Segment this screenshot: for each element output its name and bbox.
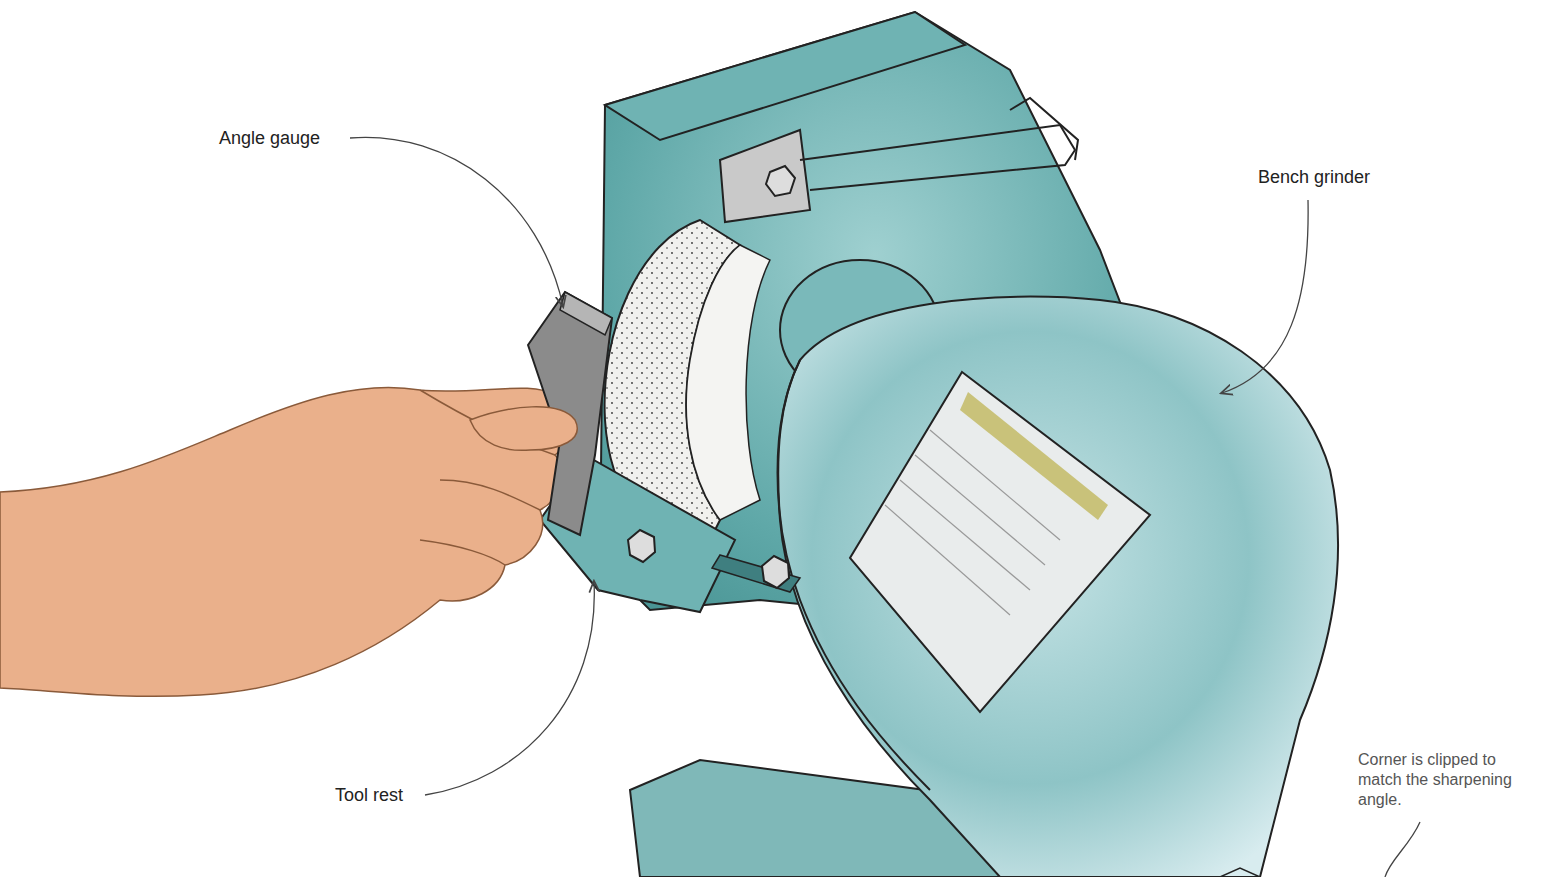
gauge-edge	[560, 292, 612, 335]
guard-top	[605, 12, 965, 140]
callout-label: Bench grinder	[1258, 166, 1458, 188]
shield-rod-end	[1010, 98, 1078, 160]
bolt-head	[628, 530, 655, 562]
callout-label: Corner is clipped to match the sharpenin…	[1358, 750, 1536, 810]
leader-lines	[350, 137, 1420, 877]
nameplate-lines	[885, 430, 1060, 615]
callout-label: Tool rest	[335, 784, 485, 806]
bolt-head	[766, 166, 795, 196]
bolt-head	[762, 556, 789, 588]
shield-rod	[800, 125, 1075, 190]
wheel-face	[686, 245, 770, 520]
callout-label: Angle gauge	[219, 127, 419, 149]
nameplate-stripe	[960, 392, 1108, 520]
thumb	[470, 407, 577, 451]
motor-housing	[778, 297, 1338, 877]
rest-slot	[712, 555, 800, 592]
shield-bracket	[720, 130, 810, 222]
clipped-corner-hint	[1220, 868, 1260, 877]
nameplate	[850, 372, 1150, 712]
